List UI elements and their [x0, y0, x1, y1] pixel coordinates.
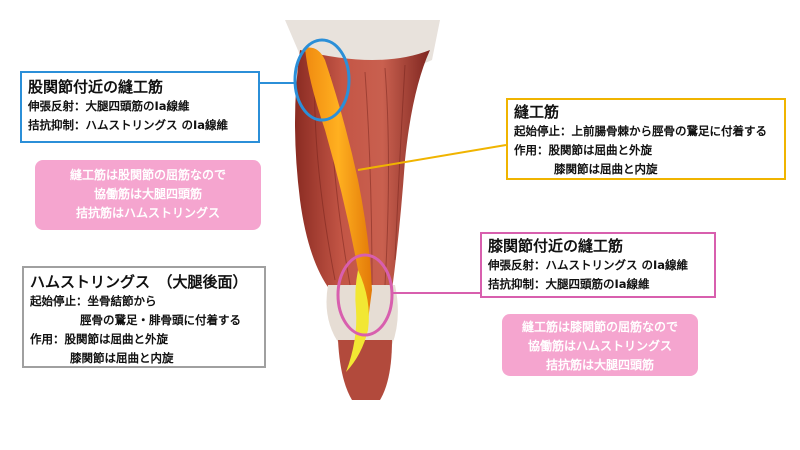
knee-note: 縫工筋は膝関節の屈筋なので 協働筋はハムストリングス 拮抗筋は大腿四頭筋 — [502, 314, 698, 376]
hip-note-line1: 縫工筋は股関節の屈筋なので — [69, 168, 226, 182]
sartorius-box-line1: 起始停止：上前腸骨棘から脛骨の鵞足に付着する — [514, 124, 767, 138]
hip-box-line1: 伸張反射：大腿四頭筋のⅠa線維 — [28, 99, 190, 113]
sartorius-box: 縫工筋 起始停止：上前腸骨棘から脛骨の鵞足に付着する 作用：股関節は屈曲と外旋 … — [506, 98, 786, 180]
hip-note: 縫工筋は股関節の屈筋なので 協働筋は大腿四頭筋 拮抗筋はハムストリングス — [35, 160, 261, 230]
sartorius-box-title: 縫工筋 — [514, 103, 560, 121]
knee-note-line1: 縫工筋は膝関節の屈筋なので — [521, 320, 678, 334]
sartorius-box-line3: 膝関節は屈曲と内旋 — [554, 162, 658, 176]
knee-highlight-circle — [336, 253, 394, 337]
hamstrings-box-line1: 起始停止：坐骨結節から — [30, 294, 157, 308]
hip-note-line2: 協働筋は大腿四頭筋 — [93, 187, 202, 201]
hip-highlight-circle — [293, 38, 351, 122]
knee-box-line1: 伸張反射：ハムストリングス のⅠa線維 — [488, 258, 689, 272]
knee-note-line2: 協働筋はハムストリングス — [527, 339, 672, 353]
sartorius-muscle — [305, 47, 372, 320]
hip-box-line2: 拮抗抑制：ハムストリングス のⅠa線維 — [28, 118, 229, 132]
hamstrings-box-title: ハムストリングス （大腿後面） — [30, 273, 248, 291]
knee-box-title: 膝関節付近の縫工筋 — [488, 237, 624, 255]
lower-leg — [338, 340, 392, 400]
hip-box-title: 股関節付近の縫工筋 — [28, 78, 164, 96]
sartorius-box-line2: 作用：股関節は屈曲と外旋 — [514, 143, 652, 157]
hamstrings-box-line4: 膝関節は屈曲と内旋 — [70, 351, 174, 365]
hamstrings-box: ハムストリングス （大腿後面） 起始停止：坐骨結節から 脛骨の鵞足・腓骨頭に付着… — [22, 266, 266, 368]
hamstrings-box-line2: 脛骨の鵞足・腓骨頭に付着する — [80, 313, 241, 327]
knee-sartorius-box: 膝関節付近の縫工筋 伸張反射：ハムストリングス のⅠa線維 拮抗抑制：大腿四頭筋… — [480, 232, 716, 298]
sartorius-connector — [357, 144, 507, 171]
knee-note-line3: 拮抗筋は大腿四頭筋 — [545, 358, 654, 372]
hip-note-line3: 拮抗筋はハムストリングス — [75, 206, 220, 220]
hamstrings-box-line3: 作用：股関節は屈曲と外旋 — [30, 332, 168, 346]
hip-sartorius-box: 股関節付近の縫工筋 伸張反射：大腿四頭筋のⅠa線維 拮抗抑制：ハムストリングス … — [20, 71, 260, 143]
knee-box-line2: 拮抗抑制：大腿四頭筋のⅠa線維 — [488, 277, 650, 291]
sartorius-tendon — [346, 270, 369, 372]
